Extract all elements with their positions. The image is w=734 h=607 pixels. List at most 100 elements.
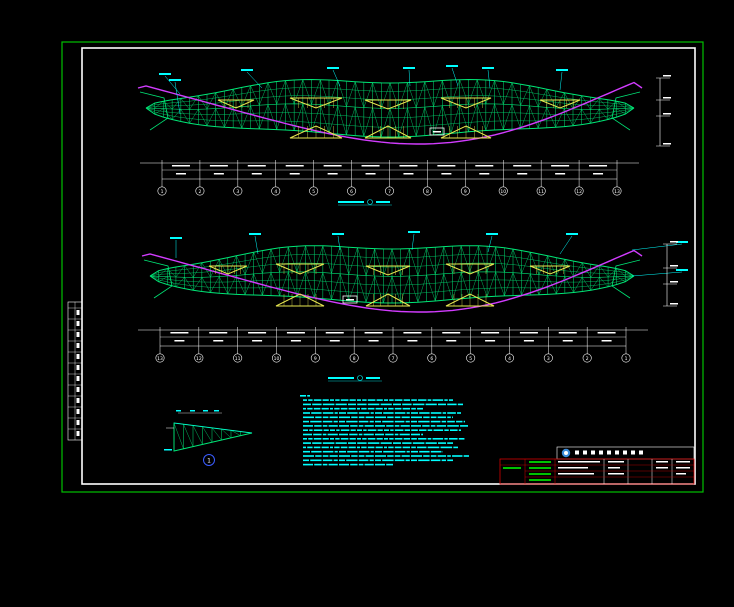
note-text-line (442, 412, 447, 414)
detail-diagonal (183, 424, 194, 447)
callout-leader (631, 243, 683, 251)
truss-diagonal (296, 271, 306, 297)
note-text-line (447, 412, 456, 414)
truss-diagonal (267, 104, 277, 130)
truss-diagonal (363, 107, 373, 137)
note-text-line (382, 459, 394, 462)
truss-diagonal (504, 249, 514, 273)
truss-diagonal (616, 101, 626, 109)
axis-label: 13 (157, 356, 163, 362)
truss-diagonal (530, 273, 540, 295)
magenta-profile-curve (137, 81, 643, 145)
truss-diagonal (443, 273, 453, 300)
note-text-line (367, 438, 376, 440)
note-text-line (411, 425, 422, 427)
truss-diagonal (546, 89, 556, 109)
axis-label: 1 (625, 356, 628, 362)
note-text-line (357, 429, 362, 431)
note-text-line (333, 420, 338, 423)
callout-tag (486, 233, 498, 235)
truss-diagonal (599, 277, 609, 287)
truss-diagonal (520, 105, 530, 129)
note-text-line (430, 412, 442, 414)
note-text-line (330, 446, 333, 449)
note-text-line (322, 403, 335, 406)
truss-diagonal (511, 82, 521, 106)
note-text-line (307, 446, 313, 449)
callout-tag (327, 67, 339, 69)
bay-dimension-text (481, 332, 500, 334)
sheet-border (81, 47, 696, 485)
note-text-line (423, 455, 430, 457)
truss-diagonal (581, 277, 591, 291)
truss-diagonal (424, 107, 434, 135)
note-text-line (447, 403, 457, 406)
note-text-line (390, 429, 394, 431)
note-text-line (330, 399, 334, 401)
note-text-line (411, 433, 421, 436)
member-label-box (342, 295, 358, 304)
callout-tag (241, 69, 253, 71)
bay-dimension-text (485, 340, 496, 342)
truss-diagonal (175, 265, 185, 278)
truss-diagonal (372, 82, 382, 109)
truss-diagonal (556, 259, 566, 277)
truss-diagonal (279, 271, 289, 296)
note-text-line (321, 446, 329, 449)
note-text-line (364, 425, 374, 427)
note-text-line (330, 429, 335, 431)
note-text-line (394, 412, 406, 414)
note-text-line (387, 416, 394, 419)
note-text-line (441, 459, 447, 462)
axis-label: 3 (236, 189, 239, 195)
axis-bubble (427, 353, 437, 363)
callout-tag (170, 237, 182, 239)
truss-diagonal (259, 82, 269, 106)
left-cantilever (143, 259, 173, 299)
truss-diagonal (154, 108, 164, 115)
note-text-line (447, 442, 453, 444)
bay-dimension-text (479, 173, 490, 175)
note-text-line (322, 450, 334, 453)
note-text-line (394, 433, 399, 436)
truss-diagonal (357, 275, 367, 303)
truss-diagonal (391, 248, 401, 277)
note-text-line (411, 399, 417, 401)
bay-dimension-text (513, 165, 532, 167)
dimension-value (663, 97, 671, 99)
axis-bubble (233, 353, 243, 363)
note-text-line (456, 420, 463, 423)
note-text-line (311, 412, 322, 414)
axis-bubble (621, 353, 631, 363)
note-text-line (322, 438, 329, 440)
truss-diagonal (259, 104, 269, 129)
truss-diagonal (599, 265, 609, 278)
note-text-line (425, 403, 437, 406)
note-text-line (367, 407, 375, 410)
note-text-line (383, 412, 394, 414)
bay-dimension-text (248, 332, 267, 334)
title-block (499, 446, 695, 485)
note-text-line (447, 455, 451, 457)
note-text-line (384, 438, 389, 440)
note-text-line (394, 420, 405, 423)
note-text-line (419, 450, 430, 453)
note-text-line (303, 459, 309, 462)
truss-diagonal (189, 109, 199, 124)
note-text-line (418, 438, 427, 440)
note-text-line (375, 416, 386, 419)
note-text-line (394, 446, 402, 449)
note-text-line (339, 459, 345, 462)
detail-diagonal (192, 425, 203, 445)
right-cantilever (611, 91, 641, 131)
truss-diagonal (320, 104, 330, 134)
note-text-line (346, 420, 358, 423)
note-text-line (423, 416, 430, 419)
right-cantilever (611, 259, 641, 299)
note-text-line (453, 446, 458, 449)
detail-bubble-label: 1 (207, 458, 211, 465)
axis-label: 4 (274, 189, 277, 195)
note-text-line (310, 420, 322, 423)
note-text-line (385, 433, 394, 436)
axis-bubble (460, 186, 470, 196)
